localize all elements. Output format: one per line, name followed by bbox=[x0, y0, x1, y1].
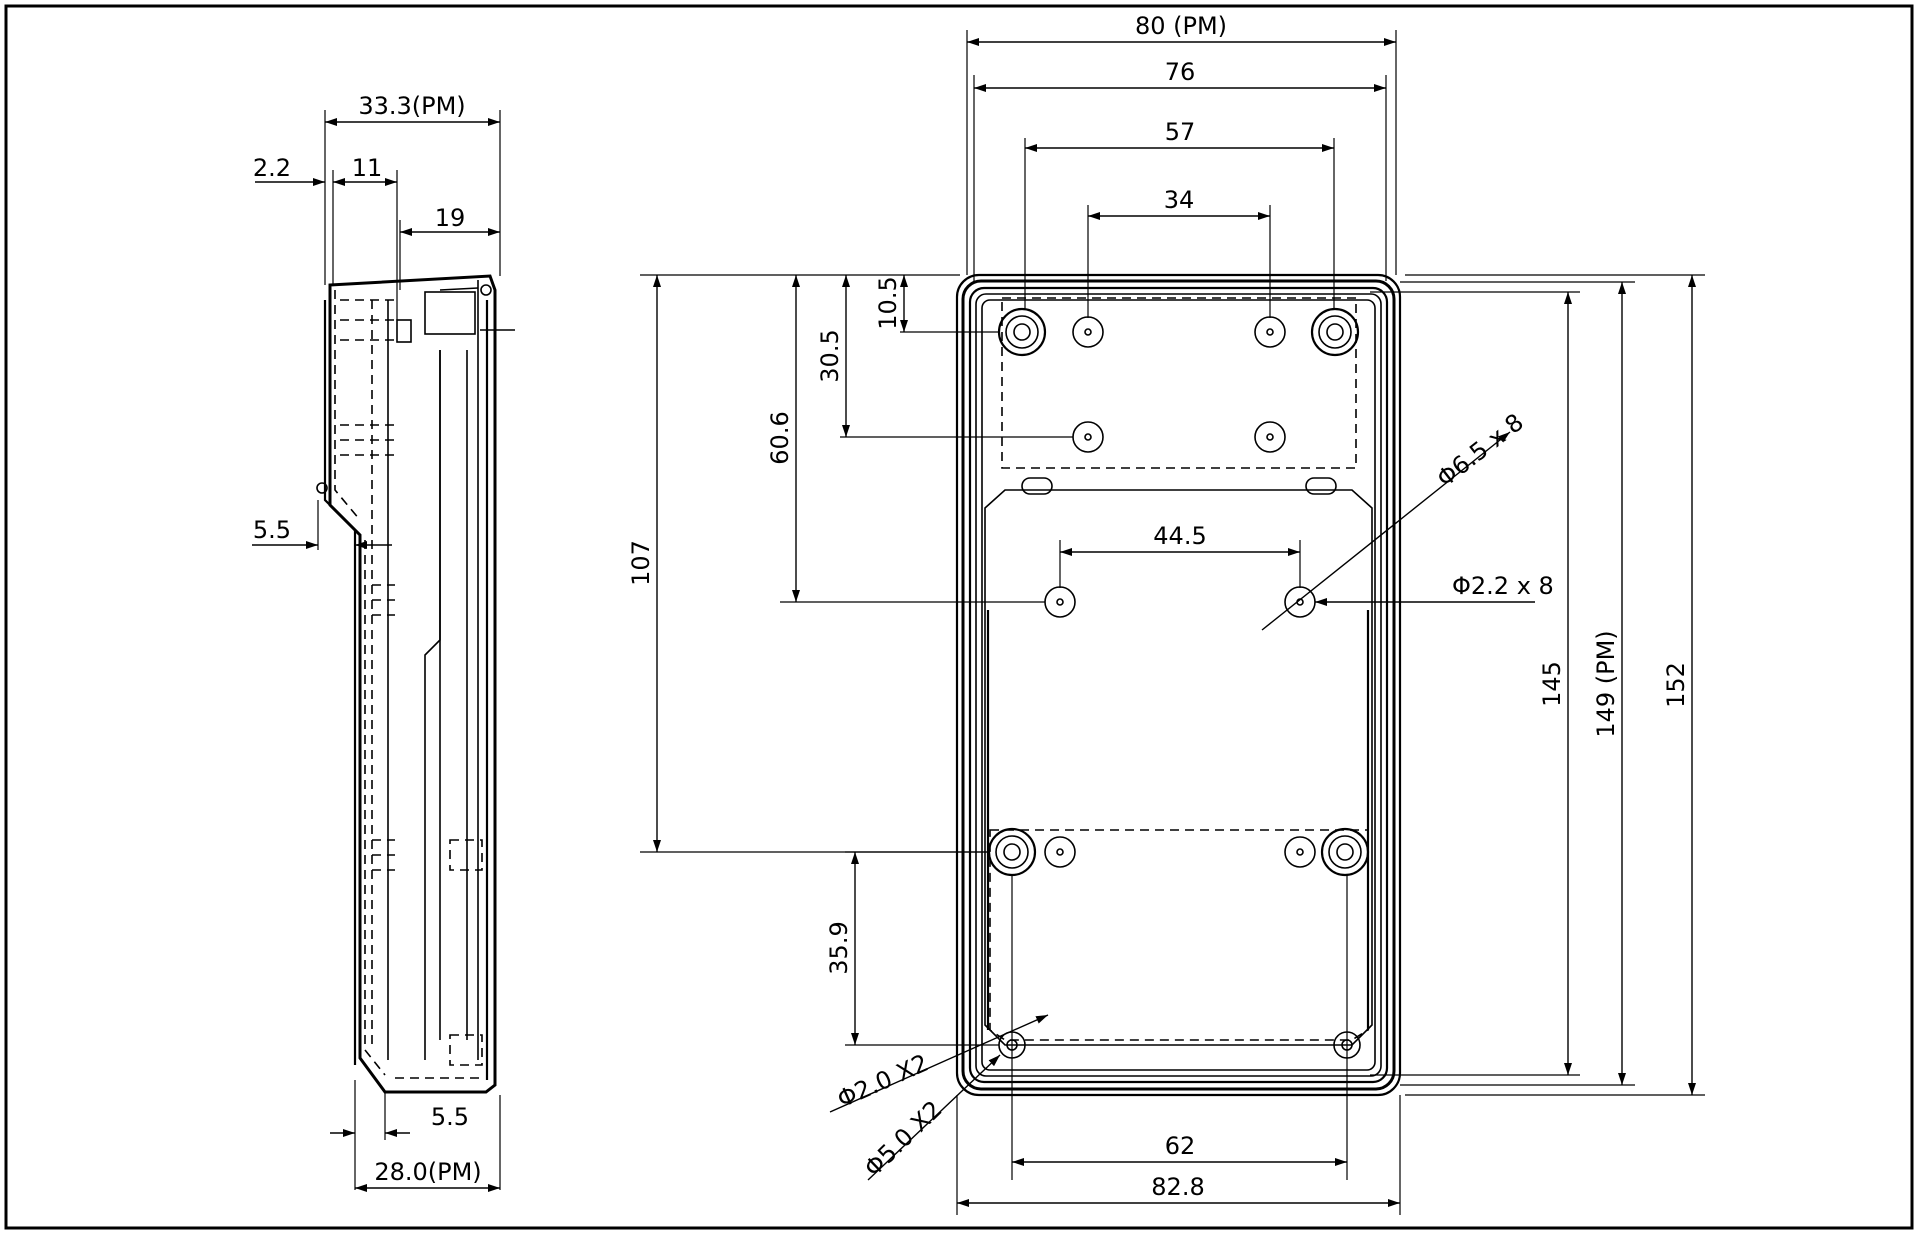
dim-label-10-5: 10.5 bbox=[874, 276, 902, 329]
boss-bottom-right bbox=[1320, 827, 1370, 877]
callout-d20: Φ2.0 X2 bbox=[833, 1049, 932, 1114]
dim-label-28: 28.0(PM) bbox=[374, 1158, 481, 1186]
dim-label-82-8: 82.8 bbox=[1151, 1173, 1204, 1201]
side-view: 33.3(PM) 2.2 11 19 5.5 5.5 28.0(PM) bbox=[252, 92, 515, 1192]
dim-label-145: 145 bbox=[1538, 661, 1566, 707]
boss-bottom-left bbox=[987, 827, 1037, 877]
dim-label-107: 107 bbox=[627, 540, 655, 586]
dim-label-57: 57 bbox=[1165, 118, 1196, 146]
dim-label-35-9: 35.9 bbox=[825, 921, 853, 974]
callout-d22: Φ2.2 x 8 bbox=[1452, 572, 1554, 600]
dim-label-60-6: 60.6 bbox=[766, 411, 794, 464]
dim-label-2-2: 2.2 bbox=[253, 154, 291, 182]
boss-top-right bbox=[1310, 307, 1360, 357]
dim-label-30-5: 30.5 bbox=[816, 329, 844, 382]
dim-label-5-5-bottom: 5.5 bbox=[431, 1103, 469, 1131]
callout-d65: Φ6.5 x 8 bbox=[1431, 408, 1528, 493]
dim-label-80: 80 (PM) bbox=[1135, 12, 1227, 40]
dim-label-76: 76 bbox=[1165, 58, 1196, 86]
front-view: 80 (PM) 76 57 34 44.5 62 82.8 10.5 30.5 … bbox=[627, 12, 1705, 1215]
dim-label-34: 34 bbox=[1164, 186, 1195, 214]
dim-label-62: 62 bbox=[1165, 1132, 1196, 1160]
dim-label-5-5-side: 5.5 bbox=[253, 516, 291, 544]
dim-label-152: 152 bbox=[1662, 662, 1690, 708]
boss-top-left bbox=[997, 307, 1047, 357]
drawing-border bbox=[4, 4, 1914, 1230]
dim-label-11: 11 bbox=[352, 154, 383, 182]
dim-label-44-5: 44.5 bbox=[1153, 522, 1206, 550]
dim-label-33-3: 33.3(PM) bbox=[358, 92, 465, 120]
callout-d50: Φ5.0 X2 bbox=[859, 1095, 948, 1182]
dim-label-149: 149 (PM) bbox=[1592, 630, 1620, 737]
dim-label-19: 19 bbox=[435, 204, 466, 232]
